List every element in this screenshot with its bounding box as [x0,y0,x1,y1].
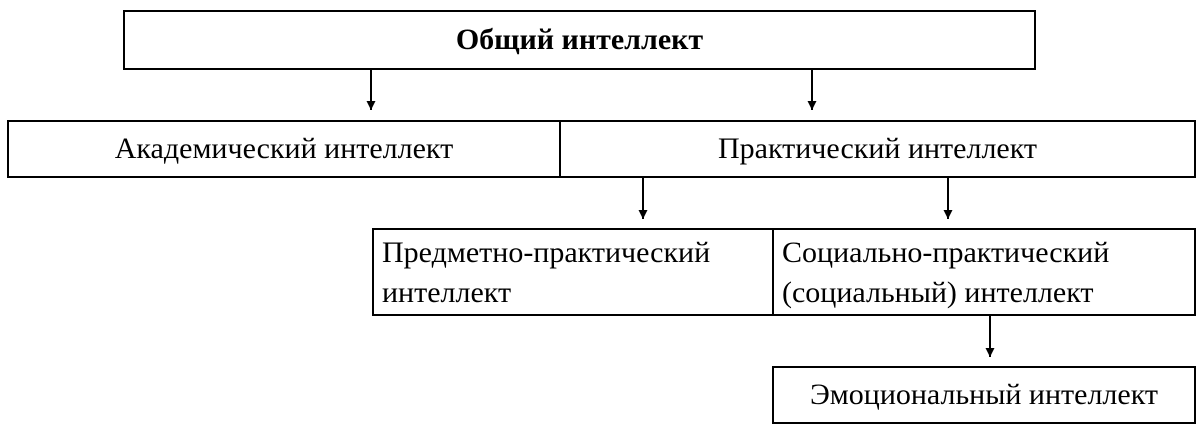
node-social-practical-intellect: Социально-практический (социальный) инте… [774,230,1194,314]
node-social-practical-line-2: (социальный) интеллект [782,276,1094,309]
node-practical-intellect: Практический интеллект [561,122,1194,176]
node-subject-practical-intellect: Предметно-практический интеллект [374,230,774,314]
row-academic-practical: Академический интеллект Практический инт… [7,120,1196,178]
node-academic-intellect: Академический интеллект [9,122,561,176]
node-practical-intellect-label: Практический интеллект [717,132,1038,165]
node-emotional-intellect: Эмоциональный интеллект [772,366,1196,424]
node-subject-practical-line-1: Предметно-практический [382,236,711,269]
node-subject-practical-line-2: интеллект [382,276,512,309]
node-general-intellect: Общий интеллект [123,10,1036,70]
node-social-practical-line-1: Социально-практический [782,236,1110,269]
node-emotional-intellect-label: Эмоциональный интеллект [809,378,1159,411]
node-academic-intellect-label: Академический интеллект [114,132,454,165]
node-general-intellect-label: Общий интеллект [455,23,704,56]
row-practical-subtypes: Предметно-практический интеллект Социаль… [372,228,1196,316]
